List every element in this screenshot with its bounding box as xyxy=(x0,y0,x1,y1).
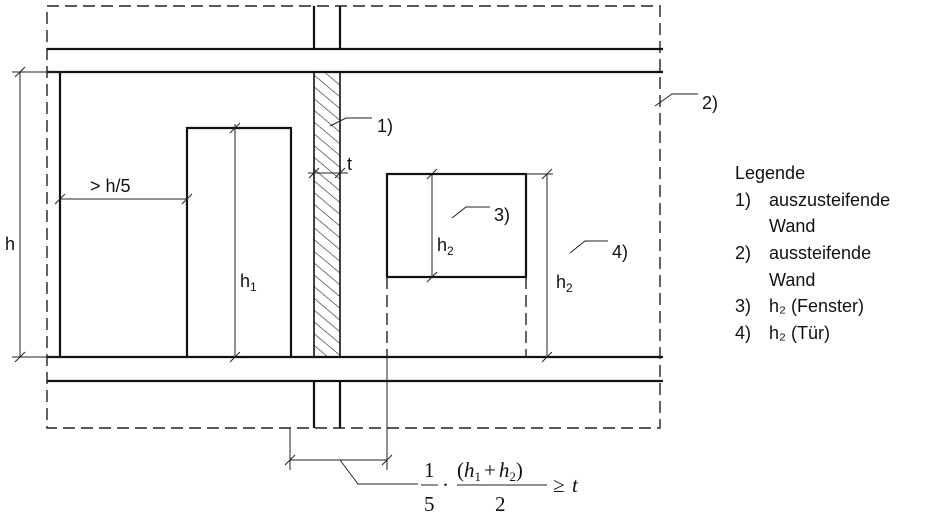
callout-1: 1) xyxy=(377,116,393,136)
formula: 1 5 · (h1+h2) 2 ≥ t xyxy=(421,458,579,516)
legend-item-number: 4) xyxy=(735,322,752,343)
legend-item: 1) auszusteifende Wand xyxy=(735,187,890,240)
window-opening xyxy=(385,172,528,357)
callout-2: 2) xyxy=(702,93,718,113)
label-t: t xyxy=(347,154,352,174)
label-h1: h1 xyxy=(240,271,257,294)
dimension-h2-door xyxy=(526,168,553,363)
legend-item-text: h₂ (Fenster) xyxy=(769,296,865,317)
svg-text:2: 2 xyxy=(495,492,506,516)
label-h: h xyxy=(5,234,15,254)
dimension-h2-window xyxy=(426,168,438,283)
stiffened-wall xyxy=(312,6,342,428)
legend-title: Legende xyxy=(735,163,806,183)
callout-4: 4) xyxy=(612,242,628,262)
bottom-slab xyxy=(47,355,663,383)
legend-item-text: auszusteifende Wand xyxy=(769,189,891,237)
svg-text:(h1+h2): (h1+h2) xyxy=(457,458,523,484)
dimension-span xyxy=(284,357,418,485)
dimension-h5 xyxy=(54,193,193,205)
door-opening xyxy=(185,126,293,357)
legend: Legende 1) auszusteifende Wand 2) ausste… xyxy=(735,160,890,346)
svg-text:≥: ≥ xyxy=(553,473,565,497)
leader-2 xyxy=(654,93,698,107)
stiffening-wall-outline xyxy=(46,5,661,429)
legend-item-text: aussteifende Wand xyxy=(769,242,872,290)
svg-text:t: t xyxy=(572,473,579,497)
leader-4 xyxy=(569,240,608,254)
legend-item-number: 2) xyxy=(735,242,752,263)
dimension-h xyxy=(12,66,62,363)
legend-item-number: 3) xyxy=(735,296,752,317)
legend-item: 2) aussteifende Wand xyxy=(735,240,890,293)
svg-text:·: · xyxy=(442,473,449,497)
label-gt-h5: > h/5 xyxy=(90,176,131,196)
svg-text:1: 1 xyxy=(424,458,435,482)
legend-item: 3) h₂ (Fenster) xyxy=(735,293,890,320)
legend-item: 4) h₂ (Tür) xyxy=(735,320,890,347)
top-slab xyxy=(47,47,663,74)
leader-3 xyxy=(451,206,490,219)
label-h2-door: h2 xyxy=(556,272,573,295)
label-h2-window: h2 xyxy=(437,235,454,258)
legend-item-text: h₂ (Tür) xyxy=(769,322,830,343)
dimension-t xyxy=(308,167,348,179)
callout-3: 3) xyxy=(494,205,510,225)
svg-text:5: 5 xyxy=(424,492,435,516)
leader-1 xyxy=(329,117,372,127)
legend-item-number: 1) xyxy=(735,189,752,210)
dimension-h1 xyxy=(229,122,241,363)
